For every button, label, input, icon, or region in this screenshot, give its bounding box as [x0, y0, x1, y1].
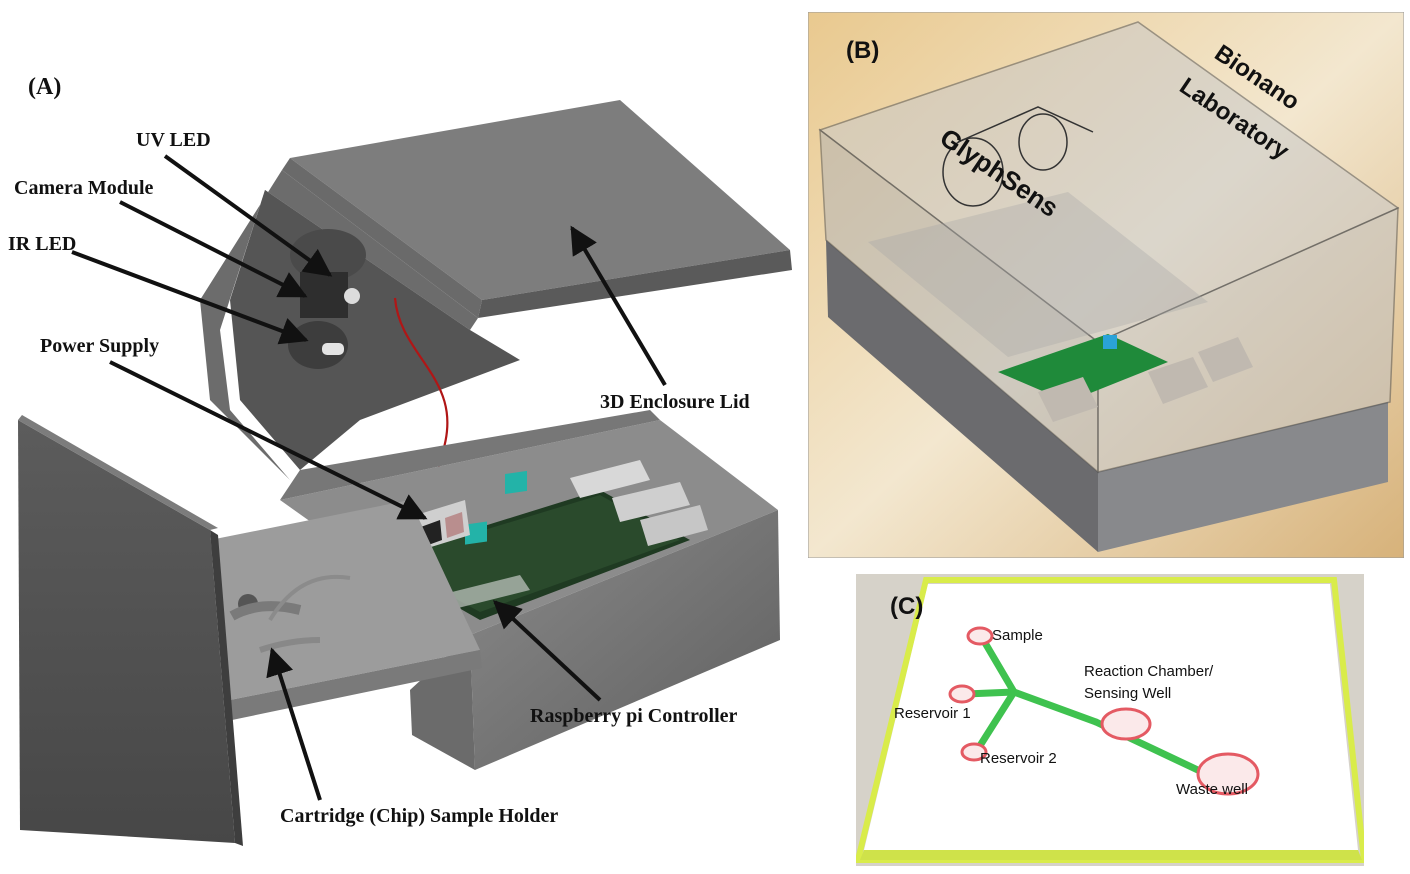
enclosure-lid-label: 3D Enclosure Lid	[600, 391, 750, 413]
chip-edge	[860, 850, 1362, 860]
panel-a-device-render: (A) UV LED Camera Module IR LED Power Su…	[8, 74, 792, 846]
wells	[948, 626, 1260, 796]
panel-a-svg: (A) UV LED Camera Module IR LED Power Su…	[8, 74, 792, 846]
reservoir-2-label: Reservoir 2	[980, 750, 1057, 767]
camera-module-arrow	[119, 200, 308, 298]
cartridge-holder-label: Cartridge (Chip) Sample Holder	[280, 805, 558, 827]
reservoir-2-well	[960, 742, 988, 762]
camera-module-label: Camera Module	[14, 177, 154, 199]
panel-c-microfluidic-chip: (C) Sample Reaction Chamber/ Sensing Wel…	[856, 574, 1364, 866]
base-box	[826, 240, 1388, 552]
panel-b-label: (B)	[846, 37, 879, 64]
panel-b-enclosure-transparent-render: (B) Bionano Laboratory GlyphSens	[808, 12, 1404, 558]
reaction-chamber-well	[1100, 707, 1152, 741]
raspberry-pi-arrow	[492, 600, 602, 702]
reaction-chamber-label-line2: Sensing Well	[1084, 685, 1171, 702]
power-supply-arrow	[109, 360, 428, 520]
pcb-board	[998, 334, 1253, 422]
waste-well	[1196, 752, 1260, 796]
panel-c-svg: (C) Sample Reaction Chamber/ Sensing Wel…	[856, 574, 1364, 866]
led-mount-wireframe	[942, 106, 1094, 207]
reaction-chamber-label-line1: Reaction Chamber/	[1084, 663, 1214, 680]
reservoir-1-well	[948, 684, 976, 704]
raspberry-pi-label: Raspberry pi Controller	[530, 705, 738, 727]
uv-led-arrow	[163, 154, 333, 277]
sample-label: Sample	[992, 627, 1043, 644]
sample-well	[966, 626, 994, 646]
panel-b-svg: (B) Bionano Laboratory GlyphSens	[808, 12, 1404, 558]
waste-well-label: Waste well	[1176, 781, 1248, 798]
panel-a-label: (A)	[28, 74, 61, 100]
chip-border	[856, 577, 1364, 863]
pcb-blue-component	[1103, 335, 1117, 349]
uv-led-label: UV LED	[136, 129, 211, 151]
enclosure-lid-arrow	[570, 225, 667, 387]
raspberry-pi-board	[375, 460, 708, 620]
reservoir-1-label: Reservoir 1	[894, 705, 971, 722]
ir-led-arrow	[71, 250, 309, 345]
ir-led-label: IR LED	[8, 233, 76, 255]
power-supply-label: Power Supply	[40, 335, 159, 357]
panel-c-label: (C)	[890, 593, 923, 620]
transparent-lid	[818, 21, 1400, 474]
cartridge-holder-arrow	[266, 647, 322, 801]
